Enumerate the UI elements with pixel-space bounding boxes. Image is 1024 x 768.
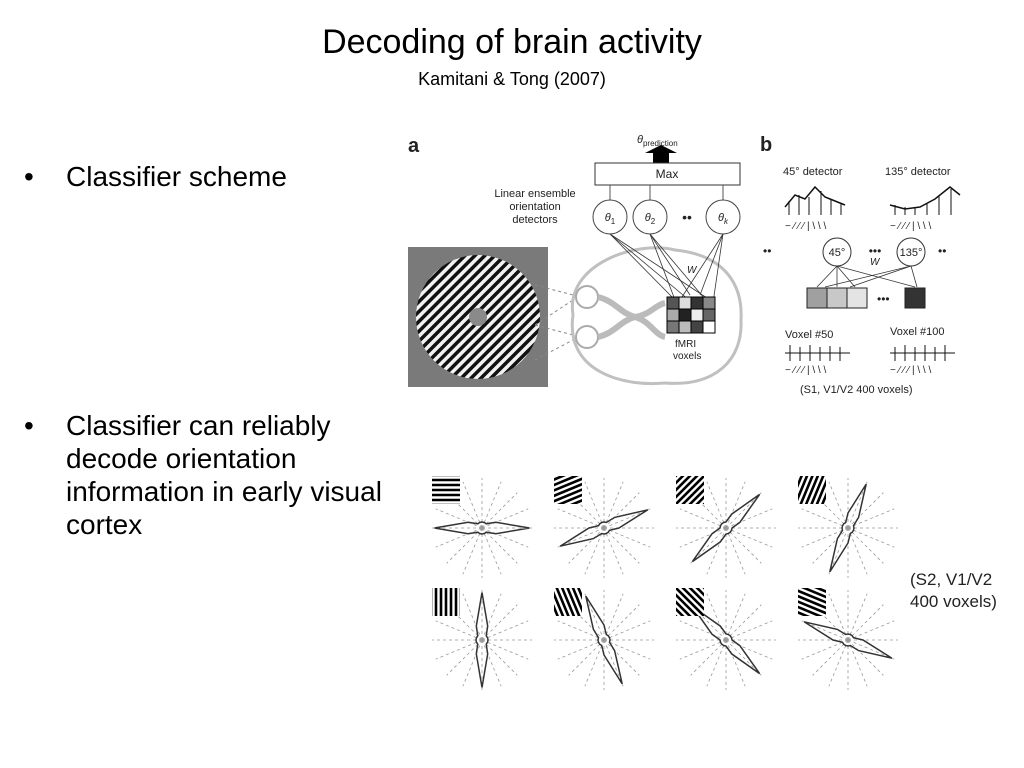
bullet-item: • Classifier can reliably decode orienta… [24, 409, 399, 541]
visual-pathway [597, 294, 666, 340]
detector-45-label: 45° detector [783, 166, 843, 178]
figure-c-caption-line1: (S2, V1/V2 [910, 570, 992, 589]
eye-left [575, 285, 599, 309]
grating-icon [798, 588, 826, 616]
detectors-label-line3: detectors [512, 214, 558, 226]
slide-subtitle: Kamitani & Tong (2007) [418, 69, 606, 89]
svg-text:− ⁄ ⁄ ⁄ | \ \ \: − ⁄ ⁄ ⁄ | \ \ \ [890, 365, 931, 376]
slide-title: Decoding of brain activity [322, 23, 702, 61]
svg-text:45°: 45° [829, 247, 846, 259]
polar-plot [798, 588, 898, 690]
svg-text:θ1: θ1 [605, 212, 616, 226]
svg-text:•••: ••• [877, 292, 890, 306]
figure-b-caption: (S1, V1/V2 400 voxels) [800, 384, 913, 396]
voxel-cubes-row [806, 287, 926, 309]
voxel-100-label: Voxel #100 [890, 326, 944, 338]
grating-icon [432, 588, 460, 616]
tuning-curve-135 [889, 186, 961, 210]
polar-plot [676, 588, 776, 690]
polar-plot [432, 476, 532, 578]
voxels-label-line1: fMRI [675, 339, 696, 350]
svg-text:θ2: θ2 [645, 212, 656, 226]
tuning-curve-45 [784, 185, 846, 208]
voxels-label-line2: voxels [673, 351, 701, 362]
max-box [594, 162, 741, 186]
panel-label-a: a [408, 135, 420, 157]
theta-prediction-label: θprediction [637, 134, 678, 148]
dots-middle: ••• [869, 244, 882, 258]
voxel-50-label: Voxel #50 [785, 329, 833, 341]
polar-plot [554, 476, 654, 578]
w-label-b: W [870, 257, 881, 268]
grating-icon [554, 476, 582, 504]
w-label: W [687, 265, 698, 276]
up-arrow-icon [645, 145, 677, 163]
detectors-label-line2: orientation [509, 201, 560, 213]
dots-right: •• [938, 244, 946, 258]
figure-b-detector-diagram: b 45° detector 135° detector − ⁄ ⁄ ⁄ | \… [760, 134, 961, 396]
panel-label-b: b [760, 134, 772, 156]
figure-c-polar-plots: (S2, V1/V2 400 voxels) [432, 476, 997, 690]
grating-icon [676, 476, 704, 504]
bullet-text: Classifier can reliably decode orientati… [66, 410, 382, 540]
bullet-item: • Classifier scheme [24, 160, 399, 193]
svg-text:− ⁄ ⁄ ⁄ | \ \ \: − ⁄ ⁄ ⁄ | \ \ \ [890, 221, 931, 232]
grating-icon [554, 588, 582, 616]
figure-c-caption-line2: 400 voxels) [910, 592, 997, 611]
svg-text:− ⁄ ⁄ ⁄ | \ \ \: − ⁄ ⁄ ⁄ | \ \ \ [785, 365, 826, 376]
fixation-spot [469, 308, 487, 326]
detectors-label-line1: Linear ensemble [494, 188, 575, 200]
grating-icon [676, 588, 704, 616]
max-label: Max [656, 167, 679, 181]
brain-outline [570, 246, 743, 386]
svg-text:− ⁄ ⁄ ⁄ | \ \ \: − ⁄ ⁄ ⁄ | \ \ \ [785, 221, 826, 232]
ellipsis-dots: •• [682, 209, 692, 225]
voxel-grid [666, 296, 716, 334]
polar-plot [554, 588, 654, 690]
grating-icon [798, 476, 826, 504]
detector-135-label: 135° detector [885, 166, 951, 178]
polar-plot [432, 588, 532, 690]
bullet-marker: • [24, 410, 34, 441]
polar-plot [798, 476, 898, 578]
figure-a-classifier-diagram: a θprediction Max Linear ensemble orient… [408, 134, 743, 387]
weight-connections [609, 233, 724, 306]
polar-plot [676, 476, 776, 578]
svg-text:135°: 135° [900, 247, 923, 259]
svg-text:θk: θk [718, 212, 729, 226]
dots-left: •• [763, 244, 771, 258]
eye-right [575, 325, 599, 349]
bullet-text: Classifier scheme [66, 161, 287, 192]
grating-icon [432, 476, 460, 504]
bullet-marker: • [24, 161, 34, 192]
